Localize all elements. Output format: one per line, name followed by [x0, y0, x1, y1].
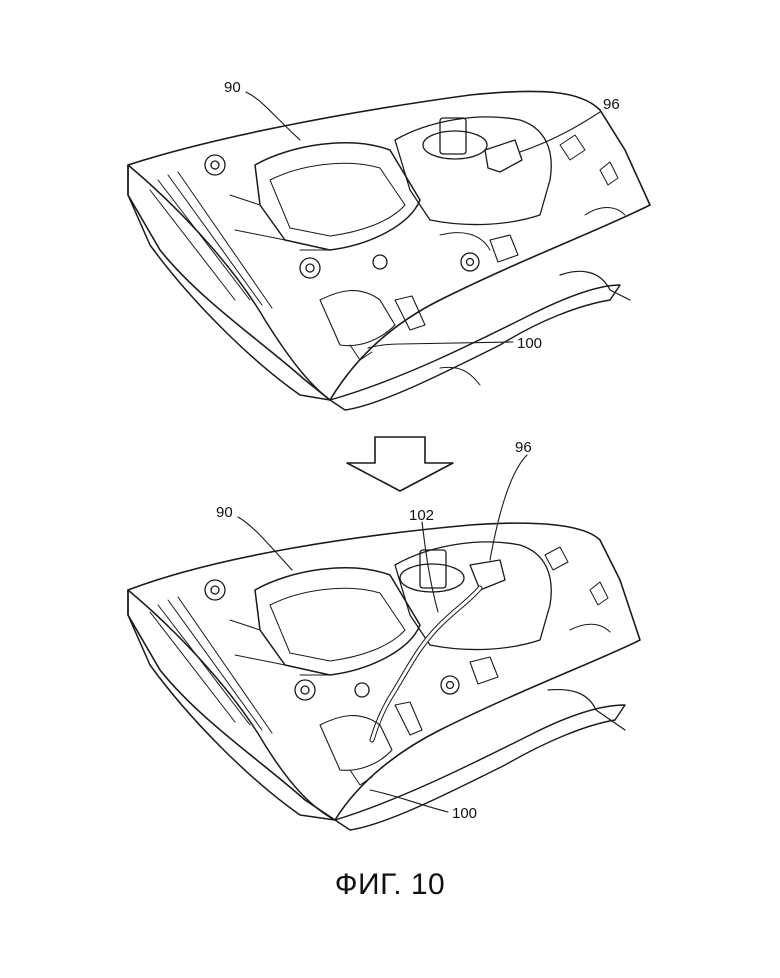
bottom-connector-96 [470, 560, 505, 590]
bottom-socket-plug [420, 550, 446, 588]
leader-bottom-90 [238, 517, 292, 570]
top-housing-90 [255, 143, 420, 250]
top-lamp-view [128, 91, 650, 410]
bottom-harness-102 [372, 588, 480, 740]
ref-label-96-bottom: 96 [515, 440, 532, 455]
bottom-lamp-view [128, 523, 640, 830]
bottom-shell-outline [128, 523, 640, 820]
top-socket-plug [440, 118, 466, 154]
figure-caption: ФИГ. 10 [0, 868, 780, 902]
top-connector-96 [485, 140, 522, 172]
bottom-housing-90 [255, 568, 420, 675]
leader-bottom-102 [422, 522, 438, 612]
ref-label-102-bottom: 102 [409, 508, 434, 523]
top-socket [423, 131, 487, 159]
down-arrow [347, 437, 453, 491]
leader-top-96 [520, 112, 600, 152]
leader-bottom-100 [370, 790, 448, 812]
top-skirt [330, 285, 620, 410]
leader-bottom-96 [490, 455, 527, 560]
ref-label-100-bottom: 100 [452, 806, 477, 821]
ref-label-96-top: 96 [603, 97, 620, 112]
leader-top-100 [368, 342, 513, 348]
ref-label-100-top: 100 [517, 336, 542, 351]
ref-label-90-bottom: 90 [216, 505, 233, 520]
ref-label-90-top: 90 [224, 80, 241, 95]
